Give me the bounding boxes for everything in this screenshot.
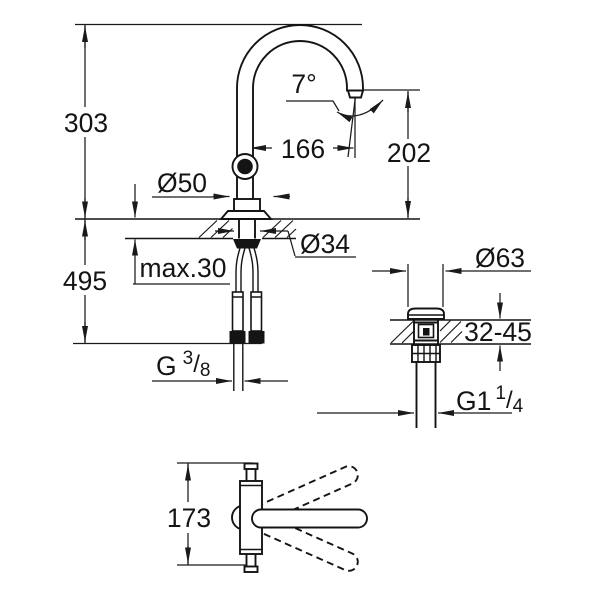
- label-max30: max.30: [140, 253, 227, 283]
- dimension-max30: [131, 184, 230, 285]
- label-495: 495: [63, 266, 107, 296]
- label-202: 202: [387, 138, 431, 168]
- hose-fitting-left: [229, 331, 246, 344]
- dimension-d34: [215, 227, 356, 258]
- mounting-nut: [233, 239, 261, 249]
- aerator: [346, 89, 365, 99]
- waste-body: [413, 319, 439, 345]
- body-joint: [233, 198, 261, 212]
- g38-nipple: [233, 344, 244, 391]
- spout: [236, 24, 364, 207]
- label-d63: Ø63: [475, 243, 525, 273]
- dimension-173: [163, 462, 253, 566]
- hose-fitting-right: [248, 331, 265, 344]
- dimension-303-495: [58, 25, 112, 343]
- label-d50: Ø50: [157, 168, 207, 198]
- label-173: 173: [167, 503, 211, 533]
- dimension-7deg: [286, 91, 384, 158]
- faucet-front-view: [218, 24, 365, 391]
- label-303: 303: [64, 108, 108, 138]
- top-view: [163, 462, 368, 573]
- base-escutcheon: [218, 210, 274, 220]
- dimension-d63: [372, 264, 531, 307]
- spout-top-view: [251, 508, 368, 529]
- label-7deg: 7°: [291, 69, 316, 99]
- label-d34: Ø34: [300, 229, 350, 259]
- dimension-202: [357, 89, 435, 218]
- supply-hoses: [229, 247, 265, 391]
- label-32-45: 32-45: [464, 317, 532, 347]
- counter-hatching: [198, 220, 297, 238]
- drain-detail-view: [317, 264, 531, 428]
- waste-cap: [407, 307, 445, 320]
- popup-waste: [407, 307, 445, 428]
- tailpipe: [415, 362, 437, 428]
- body-stub-bottom: [245, 552, 257, 569]
- dimension-d50: [152, 193, 290, 200]
- label-166: 166: [281, 134, 325, 164]
- mounting-shank: [238, 219, 256, 239]
- reference-lines: [73, 23, 420, 345]
